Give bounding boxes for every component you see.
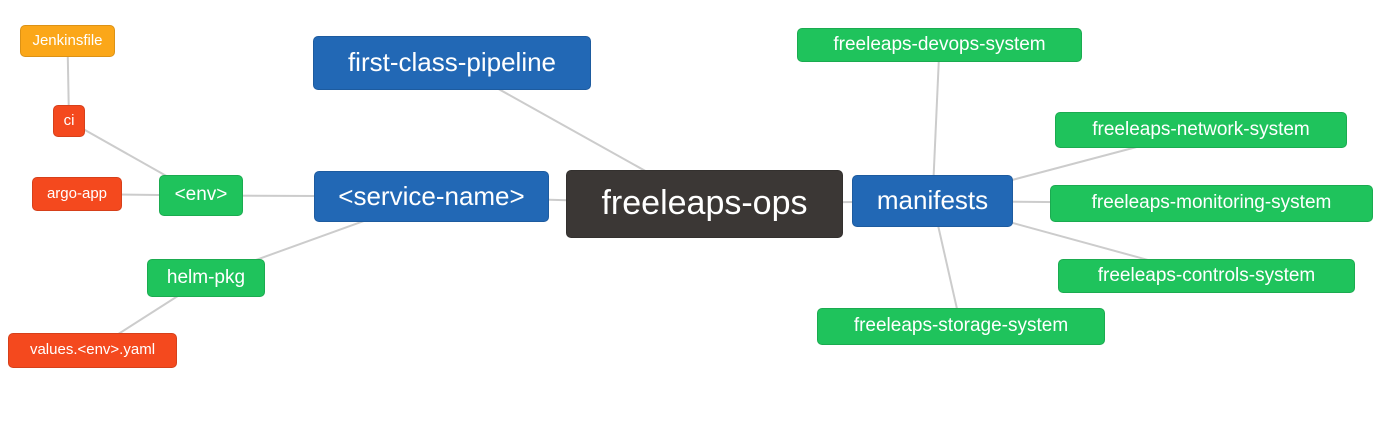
node-freeleaps-monitoring-system[interactable]: freeleaps-monitoring-system [1050,185,1373,222]
node-first-class-pipeline[interactable]: first-class-pipeline [313,36,591,90]
node-ci[interactable]: ci [53,105,85,137]
node-freeleaps-storage-system[interactable]: freeleaps-storage-system [817,308,1105,345]
node-label-freeleaps-network-system: freeleaps-network-system [1092,118,1310,140]
node-label-ci: ci [63,111,75,129]
node-label-freeleaps-devops-system: freeleaps-devops-system [833,33,1046,55]
node-label-jenkinsfile: Jenkinsfile [32,31,103,49]
node-label-manifests: manifests [876,185,989,215]
node-env[interactable]: <env> [159,175,243,216]
node-freeleaps-controls-system[interactable]: freeleaps-controls-system [1058,259,1355,293]
node-manifests[interactable]: manifests [852,175,1013,227]
node-freeleaps-ops[interactable]: freeleaps-ops [566,170,843,238]
node-label-service-name: <service-name> [338,180,525,211]
node-freeleaps-network-system[interactable]: freeleaps-network-system [1055,112,1347,148]
node-label-helm-pkg: helm-pkg [166,266,246,288]
node-label-freeleaps-storage-system: freeleaps-storage-system [853,315,1069,336]
node-helm-pkg[interactable]: helm-pkg [147,259,265,297]
node-service-name[interactable]: <service-name> [314,171,549,222]
node-label-freeleaps-controls-system: freeleaps-controls-system [1097,264,1316,286]
node-label-argo-app: argo-app [46,184,108,202]
node-label-values-env-yaml: values.<env>.yaml [29,341,156,358]
node-argo-app[interactable]: argo-app [32,177,122,211]
node-jenkinsfile[interactable]: Jenkinsfile [20,25,115,57]
node-label-freeleaps-monitoring-system: freeleaps-monitoring-system [1091,192,1332,213]
node-freeleaps-devops-system[interactable]: freeleaps-devops-system [797,28,1082,62]
node-label-env: <env> [174,184,228,205]
node-values-env-yaml[interactable]: values.<env>.yaml [8,333,177,368]
node-label-first-class-pipeline: first-class-pipeline [347,47,557,77]
node-label-freeleaps-ops: freeleaps-ops [601,184,808,222]
